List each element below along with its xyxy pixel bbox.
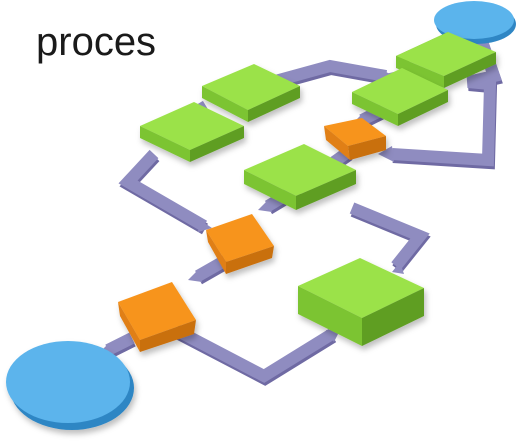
process-box-upper-center — [202, 64, 300, 122]
slide-title: proces — [36, 20, 157, 64]
decision-diamond-middle — [206, 214, 274, 274]
decision-diamond-bottom — [118, 282, 196, 352]
process-box-middle — [244, 144, 356, 210]
end-terminal — [6, 341, 134, 430]
start-terminal — [434, 1, 516, 44]
process-box-upper-right — [352, 68, 448, 126]
process-box-upper-left — [140, 102, 244, 162]
decision-diamond-top — [324, 118, 386, 160]
process-box-lower-right — [298, 258, 424, 346]
process-box-top-right — [396, 32, 496, 88]
